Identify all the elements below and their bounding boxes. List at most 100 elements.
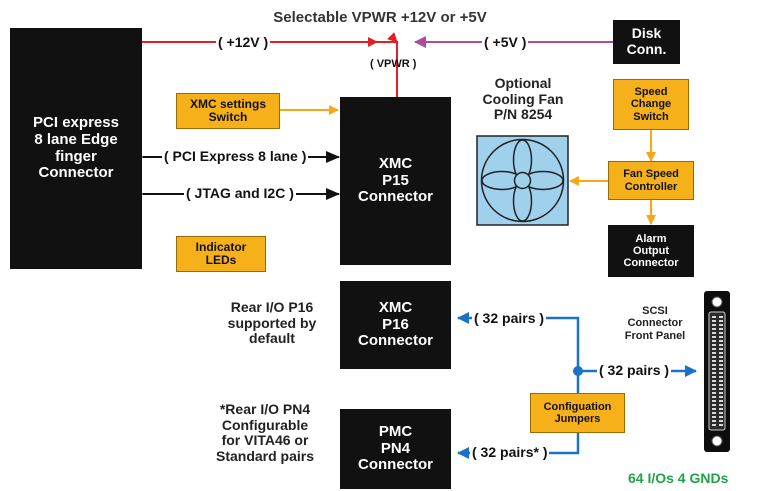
rear-pn4-line-2: Configurable [221,416,309,433]
scsi-pin [719,316,723,318]
scsi-pin [719,344,723,346]
disk-line-2: Conn. [626,41,667,57]
scsi-pin [719,364,723,366]
scsi-pin [712,416,716,418]
xmc-p15-line-2: P15 [382,171,409,189]
scsi-pin [712,332,716,334]
rear-pn4-line-1: *Rear I/O PN4 [219,401,311,417]
rear-pn4-line-4: Standard pairs [215,448,315,465]
scsi-pin [719,412,723,414]
scsi-pin [712,340,716,342]
pci-edge-line-3: finger [55,147,97,165]
alarm-output-connector: Alarm Output Connector [608,225,694,277]
speed-change-line-2: Change [630,98,672,111]
scsi-pin [712,424,716,426]
fan-caption-line-1: Optional [494,75,552,91]
label-pn4-pairs: ( 32 pairs* ) [470,444,550,460]
alarm-line-1: Alarm [635,232,667,245]
xmc-p16-line-3: Connector [358,332,433,350]
scsi-pin [712,324,716,326]
fan-caption: Optional Cooling Fan P/N 8254 [464,75,582,123]
rear-p16-line-3: default [249,330,295,347]
scsi-pin [719,360,723,362]
scsi-pin [712,352,716,354]
xmc-p15-connector: XMC P15 Connector [340,97,451,265]
scsi-pin [719,332,723,334]
scsi-pin [712,420,716,422]
scsi-pin [712,380,716,382]
scsi-pin [712,336,716,338]
label-vpwr: ( VPWR ) [370,58,417,70]
fan-caption-line-2: Cooling Fan [482,90,564,107]
pmc-pn4-line-2: PN4 [380,439,411,457]
scsi-pin [719,352,723,354]
scsi-pin [712,344,716,346]
scsi-pin [719,420,723,422]
indicator-leds: Indicator LEDs [176,236,266,272]
scsi-pin [712,376,716,378]
rear-p16-line-2: supported by [227,314,317,331]
label-jtag: ( JTAG and I2C ) [184,185,296,201]
pci-edge-line-1: PCI express [33,113,119,131]
scsi-pin [719,340,723,342]
scsi-pin [719,408,723,410]
scsi-pin [719,404,723,406]
xmc-settings-line-1: XMC settings [189,96,266,111]
fan-speed-controller: Fan Speed Controller [608,161,694,200]
rear-p16-note: Rear I/O P16 supported by default [212,299,332,347]
diagram-title: Selectable VPWR +12V or +5V [273,9,487,26]
scsi-pin [712,328,716,330]
speed-change-line-1: Speed [634,86,668,99]
config-jumpers-line-1: Configuation [543,400,612,413]
indicator-line-1: Indicator [195,239,247,254]
scsi-connector-icon [704,291,730,452]
scsi-pin [719,416,723,418]
xmc-p15-line-3: Connector [358,188,433,206]
fan-speed-line-2: Controller [624,180,678,193]
label-5v: ( +5V ) [482,34,529,50]
xmc-p16-line-1: XMC [378,298,413,316]
alarm-line-3: Connector [623,257,679,270]
scsi-pin [712,392,716,394]
scsi-pin [719,336,723,338]
scsi-pin [712,396,716,398]
xmc-p16-connector: XMC P16 Connector [340,281,451,369]
scsi-pin [712,356,716,358]
scsi-pin [719,380,723,382]
scsi-pin [712,404,716,406]
scsi-pin [712,364,716,366]
scsi-pin [712,408,716,410]
rear-pn4-line-3: for VITA46 or [221,432,309,449]
scsi-pin [712,400,716,402]
disk-connector: Disk Conn. [613,20,680,64]
scsi-caption-line-3: Front Panel [624,329,686,342]
fan-caption-line-3: P/N 8254 [493,106,553,123]
pci-edge-connector: PCI express 8 lane Edge finger Connector [10,28,142,269]
scsi-pin [719,376,723,378]
scsi-caption-line-1: SCSI [642,305,668,317]
scsi-pin [712,388,716,390]
scsi-pin [712,368,716,370]
scsi-pin [712,348,716,350]
pmc-pn4-line-1: PMC [378,422,413,440]
scsi-pin [719,348,723,350]
label-p16-pairs: ( 32 pairs ) [472,310,547,326]
scsi-pin [719,396,723,398]
scsi-pin [719,384,723,386]
pmc-pn4-line-3: Connector [358,456,433,474]
speed-change-line-3: Switch [633,110,669,123]
scsi-pin [719,368,723,370]
scsi-pin [719,324,723,326]
configuration-jumpers: Configuation Jumpers [530,393,625,433]
scsi-pin [712,372,716,374]
pci-edge-line-4: Connector [38,164,114,182]
scsi-pin [719,372,723,374]
config-jumpers-line-2: Jumpers [554,413,601,425]
label-scsi-pairs: ( 32 pairs ) [597,362,672,378]
scsi-caption-line-2: Connector [627,317,683,330]
scsi-pin [712,320,716,322]
xmc-settings-line-2: Switch [208,110,248,124]
scsi-pin [712,412,716,414]
